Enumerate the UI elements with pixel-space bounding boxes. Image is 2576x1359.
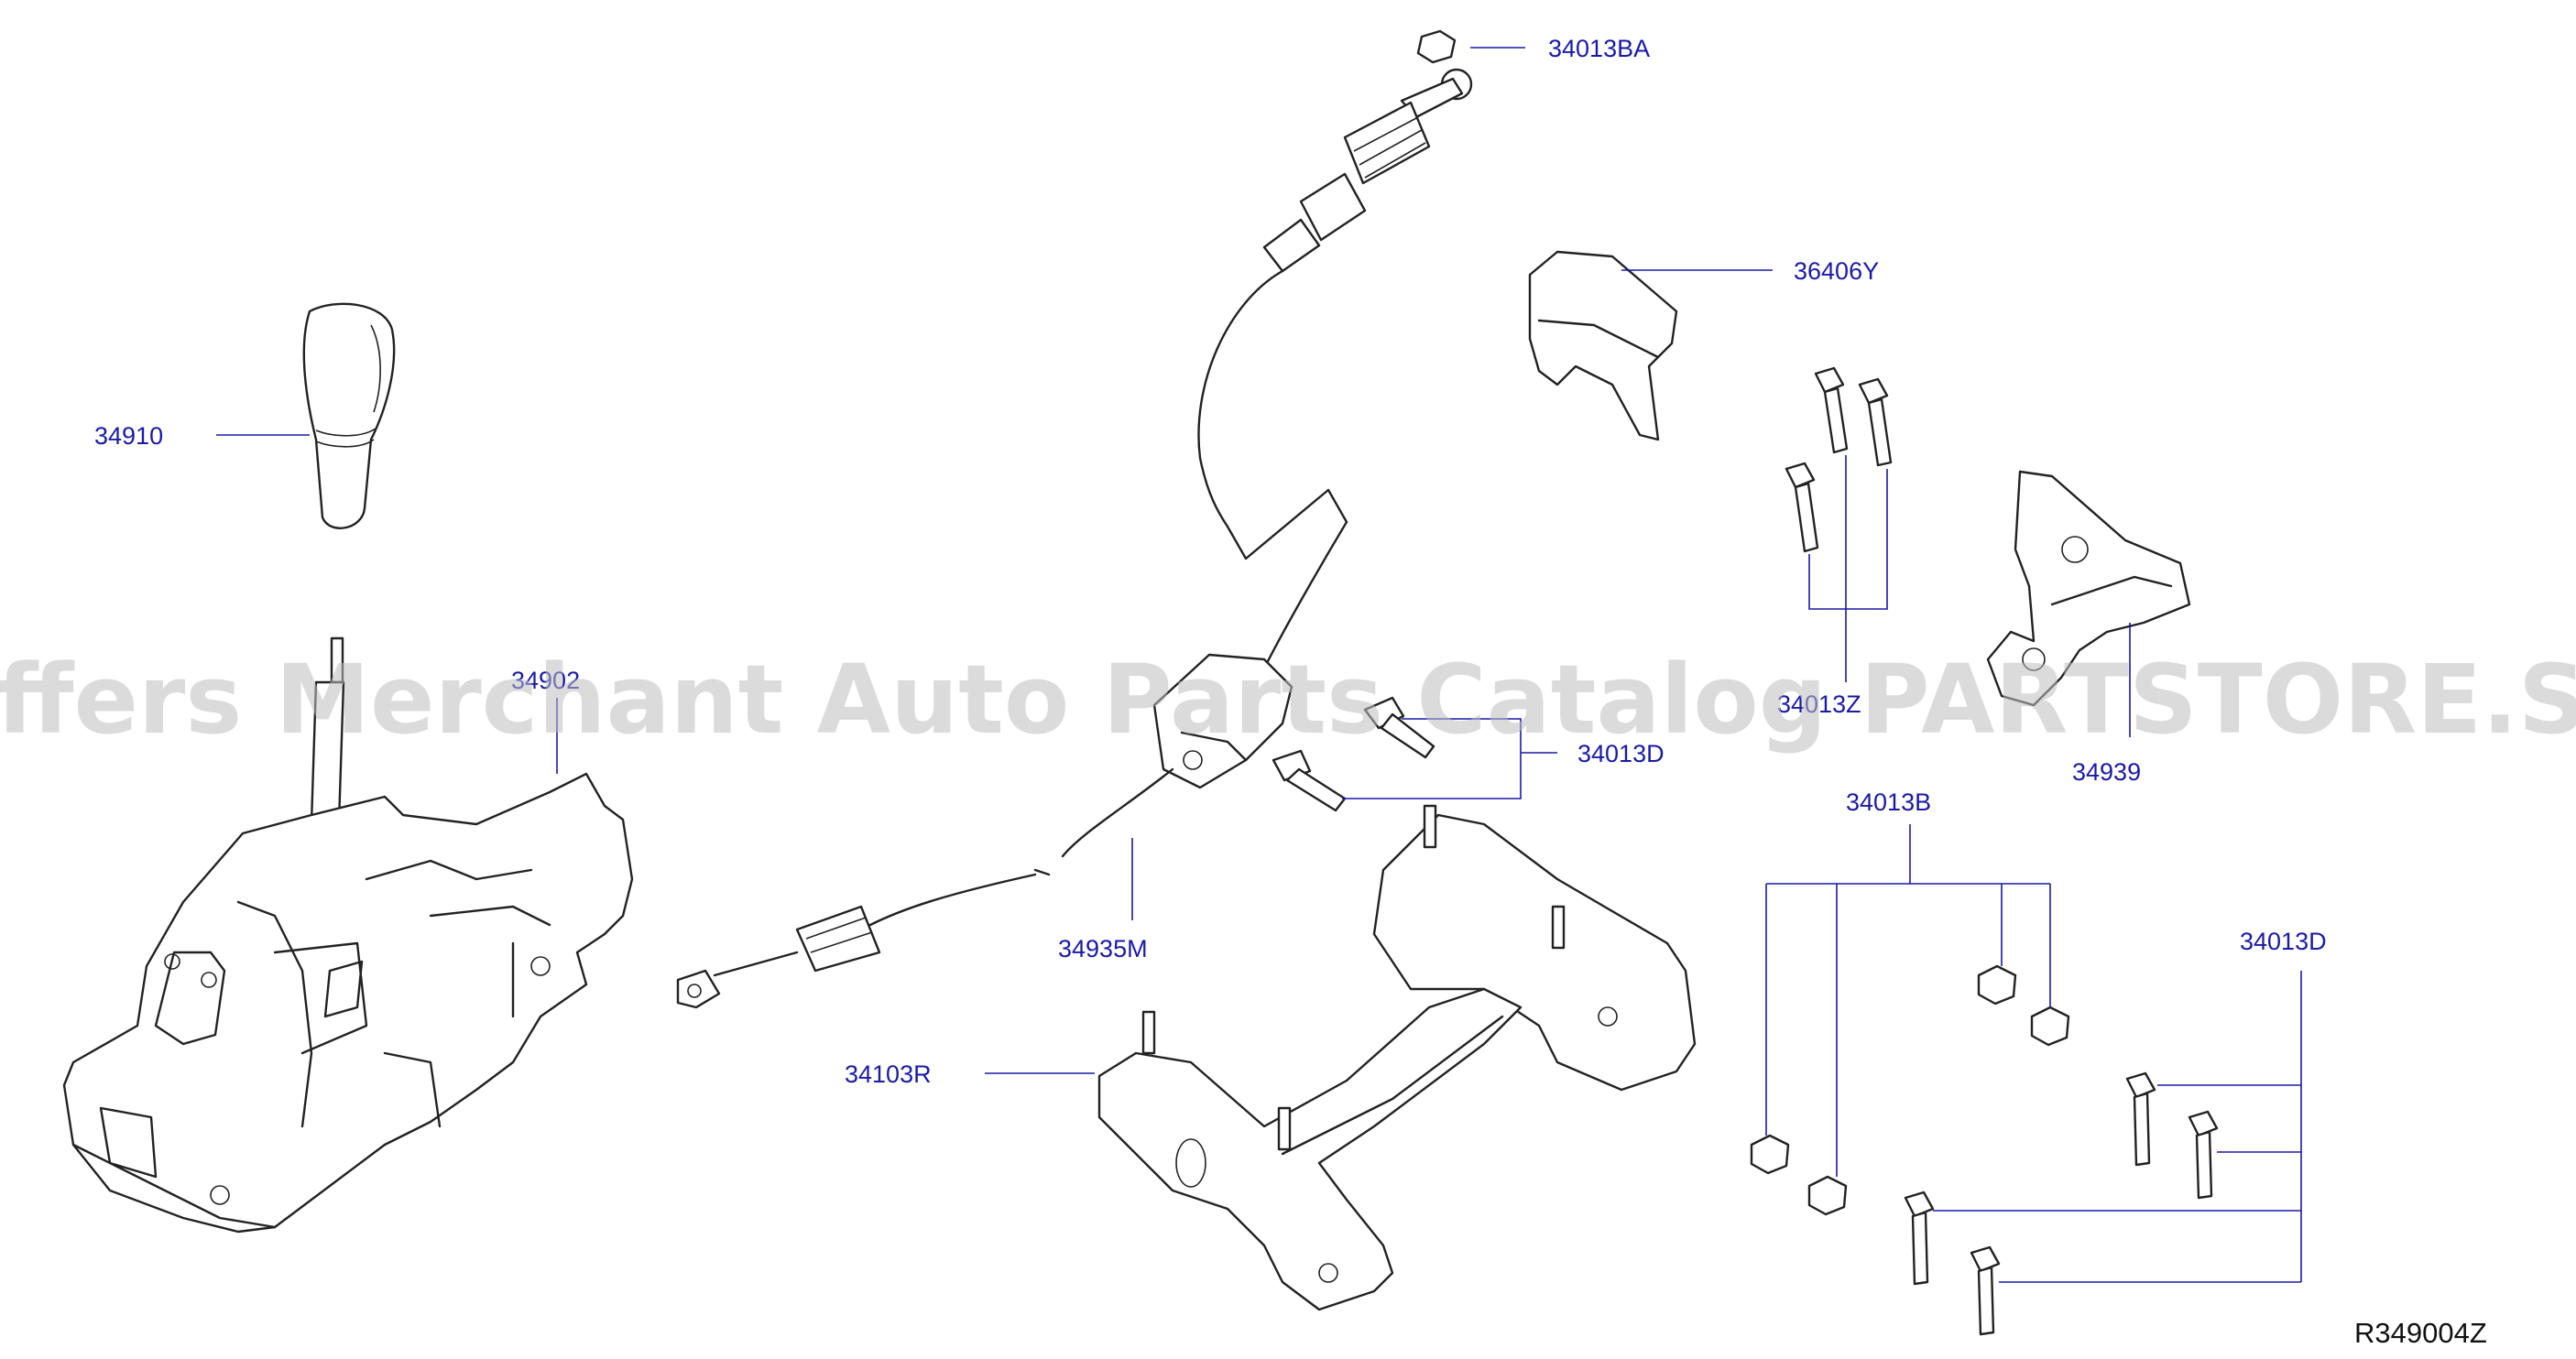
leader-34013B bbox=[1765, 824, 2051, 1177]
shifter-assembly-part[interactable] bbox=[62, 636, 634, 1234]
callout-34013D-upper[interactable]: 34013D bbox=[1577, 740, 1665, 767]
callout-34013D-lower[interactable]: 34013D bbox=[2240, 928, 2327, 955]
leader-34013Z bbox=[1808, 455, 1888, 682]
callout-34013Z[interactable]: 34013Z bbox=[1777, 690, 1861, 718]
callout-36406Y[interactable]: 36406Y bbox=[1794, 257, 1879, 285]
callout-34013B[interactable]: 34013B bbox=[1846, 788, 1931, 816]
watermark-text: Offers Merchant Auto Parts Catalog PARTS… bbox=[0, 644, 2576, 756]
bracket-34939-part[interactable] bbox=[1986, 470, 2191, 707]
support-frame-part[interactable] bbox=[1097, 804, 1697, 1311]
callout-34939[interactable]: 34939 bbox=[2072, 758, 2141, 786]
leader-34013D-lower bbox=[1933, 971, 2302, 1283]
bolt-set-34013Z-part[interactable] bbox=[1785, 366, 1893, 553]
callout-34910[interactable]: 34910 bbox=[94, 422, 163, 450]
control-cable-part[interactable] bbox=[676, 29, 1473, 1009]
bolt-set-lower-part[interactable] bbox=[1904, 1071, 2219, 1336]
bolt-pair-upper-part[interactable] bbox=[1272, 696, 1435, 812]
leader-34013D-upper bbox=[1342, 718, 1557, 799]
shift-knob-part[interactable] bbox=[302, 302, 396, 529]
callout-34935M[interactable]: 34935M bbox=[1058, 935, 1148, 962]
nut-set-34013B-part[interactable] bbox=[1750, 964, 2070, 1216]
diagram-reference-code: R349004Z bbox=[2354, 1317, 2487, 1349]
heat-shield-part[interactable] bbox=[1528, 250, 1678, 441]
callout-34103R[interactable]: 34103R bbox=[845, 1060, 932, 1088]
callout-34013BA[interactable]: 34013BA bbox=[1548, 35, 1650, 62]
callout-34902[interactable]: 34902 bbox=[511, 667, 580, 694]
